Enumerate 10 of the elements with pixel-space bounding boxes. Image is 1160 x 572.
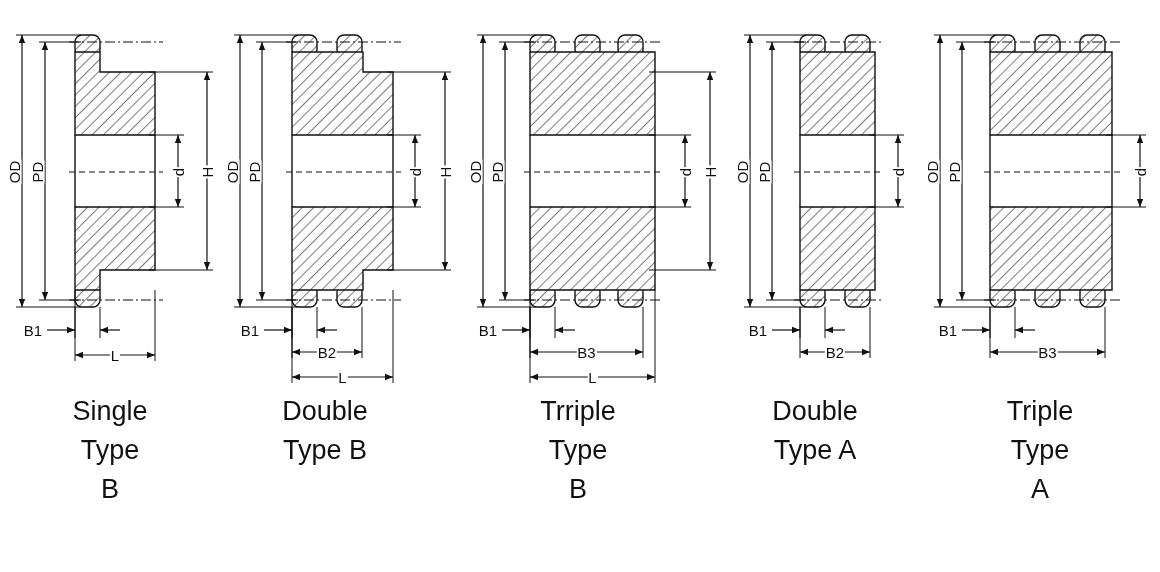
- dimension-label: d: [1132, 166, 1148, 178]
- drawing-caption: Double Type A: [772, 395, 858, 467]
- drawing-caption: Double Type B: [282, 395, 368, 467]
- drawing-caption: Triple Type A: [1006, 395, 1074, 506]
- dimension-label: d: [170, 166, 186, 178]
- dimension-label: d: [890, 166, 906, 178]
- dimension-label: d: [677, 166, 693, 178]
- dimension-label: d: [407, 166, 423, 178]
- drawing-caption: Single Type B: [72, 395, 148, 506]
- drawing-caption: Trriple Type B: [540, 395, 616, 506]
